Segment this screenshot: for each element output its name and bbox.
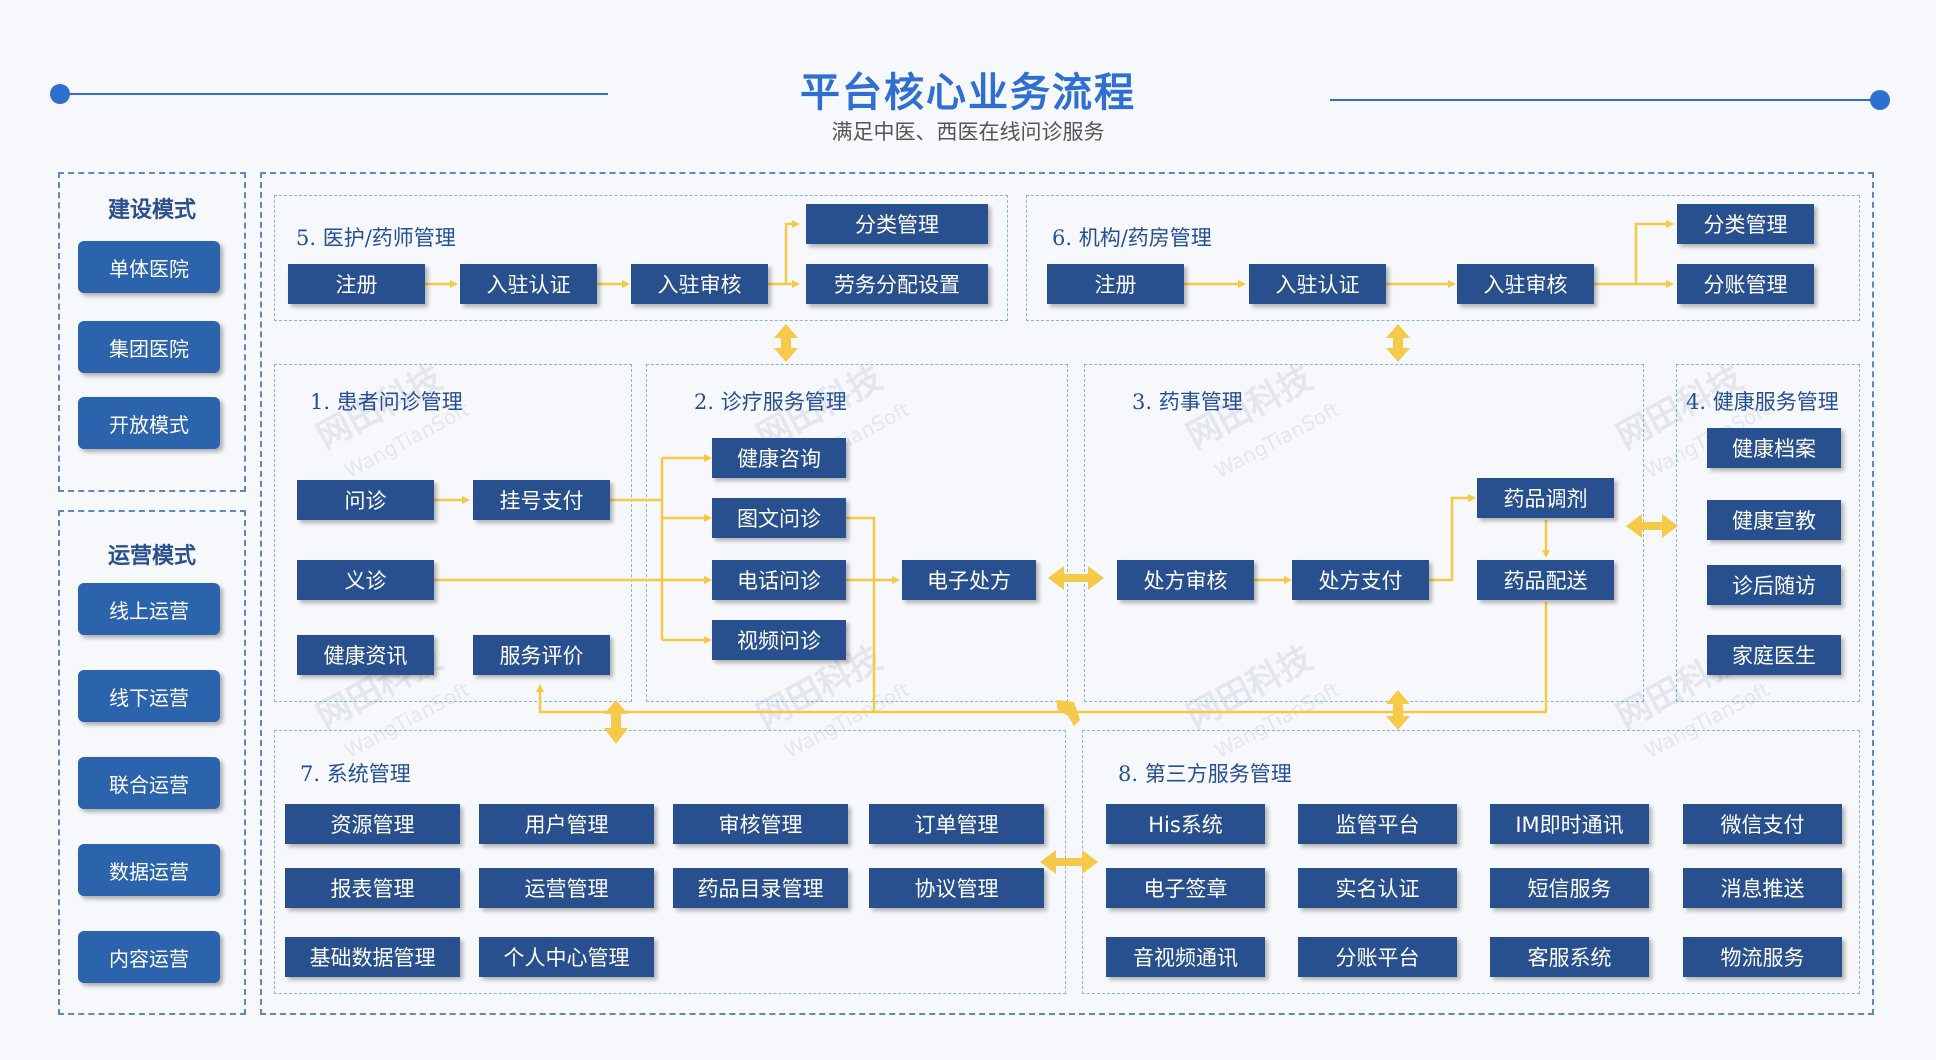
sec4-health-education-box[interactable]: 健康宣教 [1707, 500, 1841, 540]
ops-mode-data[interactable]: 数据运营 [78, 844, 220, 896]
page-title: 平台核心业务流程 [800, 70, 1136, 116]
section-3-title: 3. 药事管理 [1132, 390, 1243, 414]
sec3-rx-review-box[interactable]: 处方审核 [1117, 560, 1254, 600]
ops-mode-panel [58, 510, 246, 1015]
sec2-e-prescription-box[interactable]: 电子处方 [902, 560, 1036, 600]
sec6-classify-box[interactable]: 分类管理 [1677, 204, 1814, 244]
sec7-resource-box[interactable]: 资源管理 [285, 804, 460, 844]
build-mode-panel [58, 172, 246, 492]
ops-mode-content[interactable]: 内容运营 [78, 931, 220, 983]
section-8-title: 8. 第三方服务管理 [1118, 762, 1292, 786]
section-7-title: 7. 系统管理 [300, 762, 411, 786]
sec6-split-box[interactable]: 分账管理 [1677, 264, 1814, 304]
section-6-title: 6. 机构/药房管理 [1052, 226, 1212, 250]
section-5-border [274, 195, 1008, 321]
section-2-border [646, 364, 1068, 702]
sec4-family-doctor-box[interactable]: 家庭医生 [1707, 635, 1841, 675]
sec8-customer-service-box[interactable]: 客服系统 [1490, 937, 1649, 977]
sec3-deliver-box[interactable]: 药品配送 [1477, 560, 1614, 600]
sec5-labor-box[interactable]: 劳务分配设置 [806, 264, 988, 304]
sec8-im-box[interactable]: IM即时通讯 [1490, 804, 1649, 844]
sec2-health-consult-box[interactable]: 健康咨询 [712, 438, 846, 478]
header-right-dot [1870, 90, 1890, 110]
page-subtitle: 满足中医、西医在线问诊服务 [831, 120, 1105, 144]
sec4-health-record-box[interactable]: 健康档案 [1707, 428, 1841, 468]
sec8-av-comm-box[interactable]: 音视频通讯 [1106, 937, 1265, 977]
sec5-certify-box[interactable]: 入驻认证 [460, 264, 597, 304]
ops-mode-title: 运营模式 [107, 543, 196, 569]
sec1-free-clinic-box[interactable]: 义诊 [297, 560, 434, 600]
sec7-user-box[interactable]: 用户管理 [479, 804, 654, 844]
header-left-line [60, 93, 608, 95]
sec1-pay-box[interactable]: 挂号支付 [473, 480, 610, 520]
sec7-operation-box[interactable]: 运营管理 [479, 868, 654, 908]
section-5-title: 5. 医护/药师管理 [296, 226, 456, 250]
sec1-consult-box[interactable]: 问诊 [297, 480, 434, 520]
sec6-certify-box[interactable]: 入驻认证 [1249, 264, 1386, 304]
sec7-order-box[interactable]: 订单管理 [869, 804, 1044, 844]
sec6-register-box[interactable]: 注册 [1047, 264, 1184, 304]
sec7-audit-box[interactable]: 审核管理 [673, 804, 848, 844]
sec2-phone-consult-box[interactable]: 电话问诊 [712, 560, 846, 600]
sec7-drug-catalog-box[interactable]: 药品目录管理 [673, 868, 848, 908]
sec6-review-box[interactable]: 入驻审核 [1457, 264, 1594, 304]
section-3-border [1084, 364, 1644, 702]
sec8-his-box[interactable]: His系统 [1106, 804, 1265, 844]
sec7-report-box[interactable]: 报表管理 [285, 868, 460, 908]
ops-mode-online[interactable]: 线上运营 [78, 583, 220, 635]
ops-mode-offline[interactable]: 线下运营 [78, 670, 220, 722]
build-mode-group-hospital[interactable]: 集团医院 [78, 321, 220, 373]
sec2-video-consult-box[interactable]: 视频问诊 [712, 620, 846, 660]
sec3-rx-pay-box[interactable]: 处方支付 [1292, 560, 1429, 600]
sec2-text-consult-box[interactable]: 图文问诊 [712, 498, 846, 538]
sec5-classify-box[interactable]: 分类管理 [806, 204, 988, 244]
build-mode-title: 建设模式 [107, 197, 196, 223]
sec8-e-signature-box[interactable]: 电子签章 [1106, 868, 1265, 908]
build-mode-open[interactable]: 开放模式 [78, 397, 220, 449]
sec3-dispense-box[interactable]: 药品调剂 [1477, 478, 1614, 518]
sec8-logistics-box[interactable]: 物流服务 [1683, 937, 1842, 977]
sec5-register-box[interactable]: 注册 [288, 264, 425, 304]
sec8-push-box[interactable]: 消息推送 [1683, 868, 1842, 908]
section-6-border [1026, 195, 1860, 321]
section-1-border [274, 364, 632, 702]
build-mode-single-hospital[interactable]: 单体医院 [78, 241, 220, 293]
sec8-wechat-pay-box[interactable]: 微信支付 [1683, 804, 1842, 844]
section-2-title: 2. 诊疗服务管理 [694, 390, 847, 414]
section-1-title: 1. 患者问诊管理 [310, 390, 463, 414]
sec1-news-box[interactable]: 健康资讯 [297, 635, 434, 675]
sec7-personal-center-box[interactable]: 个人中心管理 [479, 937, 654, 977]
sec4-follow-up-box[interactable]: 诊后随访 [1707, 565, 1841, 605]
section-4-border [1676, 364, 1860, 702]
section-4-title: 4. 健康服务管理 [1686, 390, 1839, 414]
main-flow-panel [260, 172, 1874, 1015]
sec5-review-box[interactable]: 入驻审核 [631, 264, 768, 304]
header-right-line [1330, 99, 1878, 101]
sec8-real-name-box[interactable]: 实名认证 [1298, 868, 1457, 908]
sec7-agreement-box[interactable]: 协议管理 [869, 868, 1044, 908]
sec1-rating-box[interactable]: 服务评价 [473, 635, 610, 675]
sec8-supervision-box[interactable]: 监管平台 [1298, 804, 1457, 844]
sec7-base-data-box[interactable]: 基础数据管理 [285, 937, 460, 977]
sec8-sms-box[interactable]: 短信服务 [1490, 868, 1649, 908]
sec8-split-platform-box[interactable]: 分账平台 [1298, 937, 1457, 977]
ops-mode-joint[interactable]: 联合运营 [78, 757, 220, 809]
